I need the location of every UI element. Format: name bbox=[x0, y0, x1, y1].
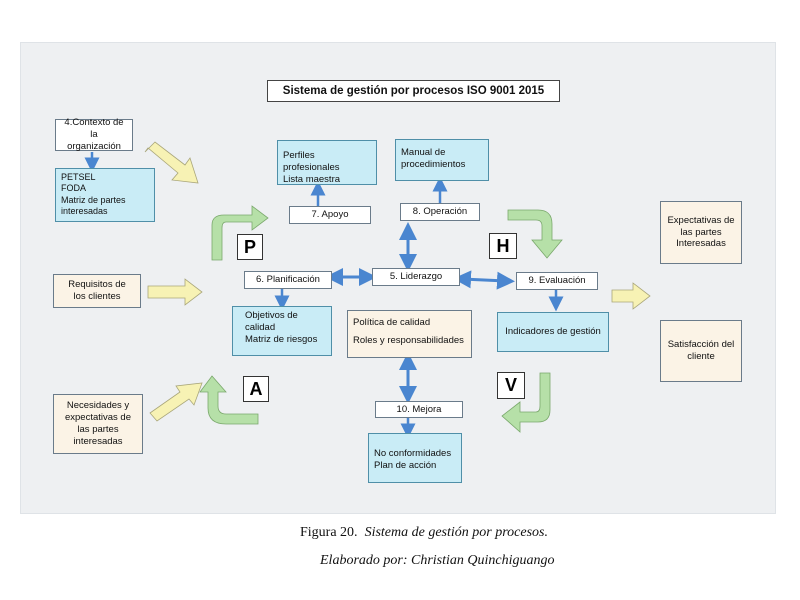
satisfaccion-line: cliente bbox=[687, 351, 715, 362]
pdca-a-text: A bbox=[249, 378, 263, 399]
pdca-v: V bbox=[497, 372, 525, 399]
figure-caption: Figura 20. Sistema de gestión por proces… bbox=[300, 525, 548, 541]
green-arrow-h bbox=[507, 209, 563, 259]
necesidades-line: las partes bbox=[77, 424, 119, 435]
liderazgo-label: 5. Liderazgo bbox=[372, 268, 460, 286]
requisitos-line: Requisitos de bbox=[68, 279, 126, 291]
credit-text: Elaborado por: Christian Quinchiguango bbox=[320, 553, 555, 568]
figure-title: Sistema de gestión por procesos. bbox=[364, 525, 548, 540]
figure-credit: Elaborado por: Christian Quinchiguango bbox=[320, 553, 555, 569]
contexto-title-line: organización bbox=[67, 140, 121, 152]
contexto-title-line: 4.Contexto de la bbox=[64, 117, 124, 141]
pdca-a: A bbox=[243, 376, 269, 402]
mejora-content-box: No conformidades Plan de acción bbox=[368, 433, 462, 483]
necesidades-line: expectativas de bbox=[64, 412, 131, 424]
liderazgo-label-text: 5. Liderazgo bbox=[389, 271, 443, 283]
pdca-h-text: H bbox=[496, 235, 510, 256]
diagram-title: Sistema de gestión por procesos ISO 9001… bbox=[267, 80, 560, 102]
contexto-item: FODA bbox=[61, 183, 87, 194]
apoyo-label: 7. Apoyo bbox=[289, 206, 371, 224]
operacion-content-box: Manual de procedimientos bbox=[395, 139, 489, 181]
yellow-arrow-contexto bbox=[144, 141, 199, 184]
pdca-h: H bbox=[489, 233, 517, 259]
contexto-box: 4.Contexto de la organización bbox=[55, 117, 133, 152]
yellow-arrow-evaluacion-out bbox=[611, 282, 651, 310]
contexto-item: interesadas bbox=[61, 205, 108, 216]
pdca-v-text: V bbox=[504, 375, 517, 395]
green-arrow-p bbox=[211, 205, 269, 261]
yellow-arrow-requisitos bbox=[147, 278, 203, 306]
apoyo-content-box: Perfiles profesionales Lista maestra bbox=[277, 140, 377, 185]
evaluacion-content-text: Indicadores de gestión bbox=[505, 326, 601, 338]
operacion-label-text: 8. Operación bbox=[412, 206, 468, 218]
liderazgo-content-line: Política de calidad bbox=[353, 317, 431, 328]
blue-arrow-liderazgo-evaluacion bbox=[453, 270, 515, 290]
operacion-content-line: procedimientos bbox=[401, 158, 466, 170]
expectativas-box: Expectativas de las partes Interesadas bbox=[660, 201, 742, 264]
necesidades-box: Necesidades y expectativas de las partes… bbox=[53, 394, 143, 454]
liderazgo-content-line: Roles y responsabilidades bbox=[353, 334, 464, 346]
operacion-label: 8. Operación bbox=[400, 203, 480, 221]
operacion-content-line: Manual de bbox=[401, 147, 446, 158]
expectativas-line: Expectativas de bbox=[667, 214, 735, 226]
satisfaccion-box: Satisfacción del cliente bbox=[660, 320, 742, 382]
expectativas-line: Interesadas bbox=[676, 238, 726, 250]
evaluacion-content-box: Indicadores de gestión bbox=[497, 312, 609, 352]
requisitos-box: Requisitos de los clientes bbox=[53, 274, 141, 308]
mejora-content-line: No conformidades bbox=[374, 448, 452, 459]
planificacion-content-line: calidad bbox=[245, 321, 276, 333]
planificacion-label-text: 6. Planificación bbox=[256, 274, 320, 286]
apoyo-label-text: 7. Apoyo bbox=[311, 209, 349, 221]
yellow-arrow-necesidades bbox=[149, 382, 203, 422]
planificacion-content-line: Matriz de riesgos bbox=[245, 333, 318, 345]
liderazgo-content-box: Política de calidad Roles y responsabili… bbox=[347, 310, 472, 358]
evaluacion-label: 9. Evaluación bbox=[516, 272, 598, 290]
contexto-item: PETSEL bbox=[61, 172, 96, 182]
planificacion-content-line: Objetivos de bbox=[245, 310, 298, 321]
evaluacion-label-text: 9. Evaluación bbox=[528, 275, 586, 287]
satisfaccion-line: Satisfacción del bbox=[667, 339, 735, 351]
expectativas-line: las partes bbox=[680, 226, 722, 238]
planificacion-label: 6. Planificación bbox=[244, 271, 332, 289]
necesidades-line: Necesidades y bbox=[66, 400, 130, 412]
requisitos-line: los clientes bbox=[73, 291, 121, 302]
planificacion-content-box: Objetivos de calidad Matriz de riesgos bbox=[232, 306, 332, 356]
pdca-p: P bbox=[237, 234, 263, 260]
mejora-content-line: Plan de acción bbox=[374, 459, 437, 471]
figure-label: Figura 20. bbox=[300, 525, 358, 540]
contexto-items-box: PETSEL FODA Matriz de partes interesadas bbox=[55, 168, 155, 222]
mejora-label: 10. Mejora bbox=[375, 401, 463, 418]
contexto-item: Matriz de partes bbox=[61, 194, 126, 205]
necesidades-line: interesadas bbox=[73, 435, 123, 447]
mejora-label-text: 10. Mejora bbox=[396, 403, 442, 415]
title-text: Sistema de gestión por procesos ISO 9001… bbox=[282, 84, 545, 97]
apoyo-content-line: Perfiles profesionales bbox=[283, 150, 340, 173]
pdca-p-text: P bbox=[243, 236, 256, 257]
green-arrow-a bbox=[199, 375, 259, 425]
green-arrow-v bbox=[501, 372, 551, 433]
apoyo-content-line: Lista maestra bbox=[283, 173, 341, 185]
